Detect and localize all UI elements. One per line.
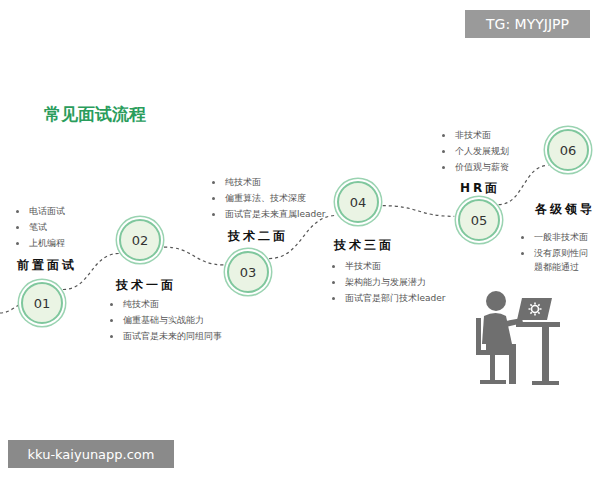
bullet-dot bbox=[16, 210, 19, 213]
bullet-item: 上机编程 bbox=[16, 237, 136, 251]
bullet-dot bbox=[212, 213, 215, 216]
stage-circle: 05HR面非技术面个人发展规划价值观与薪资 bbox=[458, 199, 500, 241]
bullet-dot bbox=[442, 166, 445, 169]
bullet-dot bbox=[332, 297, 335, 300]
bullet-text: 电话面试 bbox=[29, 205, 136, 219]
bullet-dot bbox=[521, 236, 524, 239]
bullet-text: 一般非技术面 bbox=[534, 231, 596, 245]
bullet-item: 纯技术面 bbox=[110, 298, 250, 312]
bullet-item: 架构能力与发展潜力 bbox=[332, 276, 472, 290]
stage-circle: 04技术三面半技术面架构能力与发展潜力面试官是部门技术leader bbox=[337, 181, 379, 223]
bullet-item: 非技术面 bbox=[442, 129, 542, 143]
bullet-dot bbox=[442, 150, 445, 153]
bullet-dot bbox=[16, 242, 19, 245]
bullet-item: 面试官是部门技术leader bbox=[332, 292, 472, 306]
dashed-connector bbox=[164, 247, 224, 265]
step-number: 05 bbox=[460, 201, 498, 239]
bullet-item: 价值观与薪资 bbox=[442, 161, 542, 175]
bullet-item: 面试官是未来直属leader bbox=[212, 208, 352, 222]
bullet-item: 一般非技术面 bbox=[521, 231, 596, 245]
bullet-item: 没有原则性问题都能通过 bbox=[521, 247, 596, 274]
stage-circle: 03技术二面纯技术面偏重算法、技术深度面试官是未来直属leader bbox=[227, 251, 269, 293]
bullet-text: 非技术面 bbox=[455, 129, 542, 143]
bullet-text: 没有原则性问题都能通过 bbox=[534, 247, 596, 274]
bullet-dot bbox=[332, 281, 335, 284]
bullet-item: 偏重算法、技术深度 bbox=[212, 192, 352, 206]
gear-icon bbox=[529, 303, 542, 316]
bullet-item: 笔试 bbox=[16, 221, 136, 235]
bullet-item: 半技术面 bbox=[332, 260, 472, 274]
bullet-dot bbox=[212, 181, 215, 184]
bullet-text: 纯技术面 bbox=[225, 176, 352, 190]
bullet-text: 面试官是未来的同组同事 bbox=[123, 330, 250, 344]
watermark: TG: MYYJJPP bbox=[465, 10, 590, 38]
bullet-dot bbox=[16, 226, 19, 229]
stage-circle: 02技术一面纯技术面偏重基础与实战能力面试官是未来的同组同事 bbox=[119, 219, 161, 261]
step-number: 04 bbox=[339, 183, 377, 221]
stage-heading: 各级领导 bbox=[535, 201, 595, 218]
stage-heading: 技术二面 bbox=[228, 228, 288, 245]
person-at-desk-icon bbox=[476, 291, 560, 385]
bullet-dot bbox=[110, 319, 113, 322]
bullet-item: 纯技术面 bbox=[212, 176, 352, 190]
bullet-item: 面试官是未来的同组同事 bbox=[110, 330, 250, 344]
bullet-dot bbox=[442, 134, 445, 137]
bullet-text: 偏重算法、技术深度 bbox=[225, 192, 352, 206]
step-number: 06 bbox=[549, 131, 587, 169]
bullet-item: 偏重基础与实战能力 bbox=[110, 314, 250, 328]
bullet-text: 个人发展规划 bbox=[455, 145, 542, 159]
bullet-dot bbox=[332, 265, 335, 268]
bullet-text: 价值观与薪资 bbox=[455, 161, 542, 175]
bullet-text: 面试官是部门技术leader bbox=[345, 292, 472, 306]
stage-heading: HR面 bbox=[460, 180, 500, 197]
watermark: kku-kaiyunapp.com bbox=[8, 440, 174, 468]
stage-heading: 前置面试 bbox=[17, 257, 77, 274]
stage-heading: 技术三面 bbox=[334, 237, 394, 254]
step-number: 02 bbox=[121, 221, 159, 259]
bullet-dot bbox=[110, 335, 113, 338]
bullet-item: 个人发展规划 bbox=[442, 145, 542, 159]
bullet-item: 电话面试 bbox=[16, 205, 136, 219]
bullet-dot bbox=[521, 252, 524, 255]
bullet-dot bbox=[212, 197, 215, 200]
bullet-text: 偏重基础与实战能力 bbox=[123, 314, 250, 328]
lead-in-line bbox=[0, 304, 20, 313]
step-number: 03 bbox=[229, 253, 267, 291]
stage-heading: 技术一面 bbox=[116, 277, 176, 294]
diagram-title: 常见面试流程 bbox=[44, 103, 146, 126]
bullet-text: 半技术面 bbox=[345, 260, 472, 274]
stage-circle: 06各级领导一般非技术面没有原则性问题都能通过 bbox=[547, 129, 589, 171]
bullet-dot bbox=[110, 303, 113, 306]
step-number: 01 bbox=[23, 284, 61, 322]
bullet-text: 架构能力与发展潜力 bbox=[345, 276, 472, 290]
dashed-connector bbox=[383, 206, 455, 217]
bullet-text: 纯技术面 bbox=[123, 298, 250, 312]
bullet-text: 面试官是未来直属leader bbox=[225, 208, 352, 222]
stage-circle: 01前置面试电话面试笔试上机编程 bbox=[21, 282, 63, 324]
